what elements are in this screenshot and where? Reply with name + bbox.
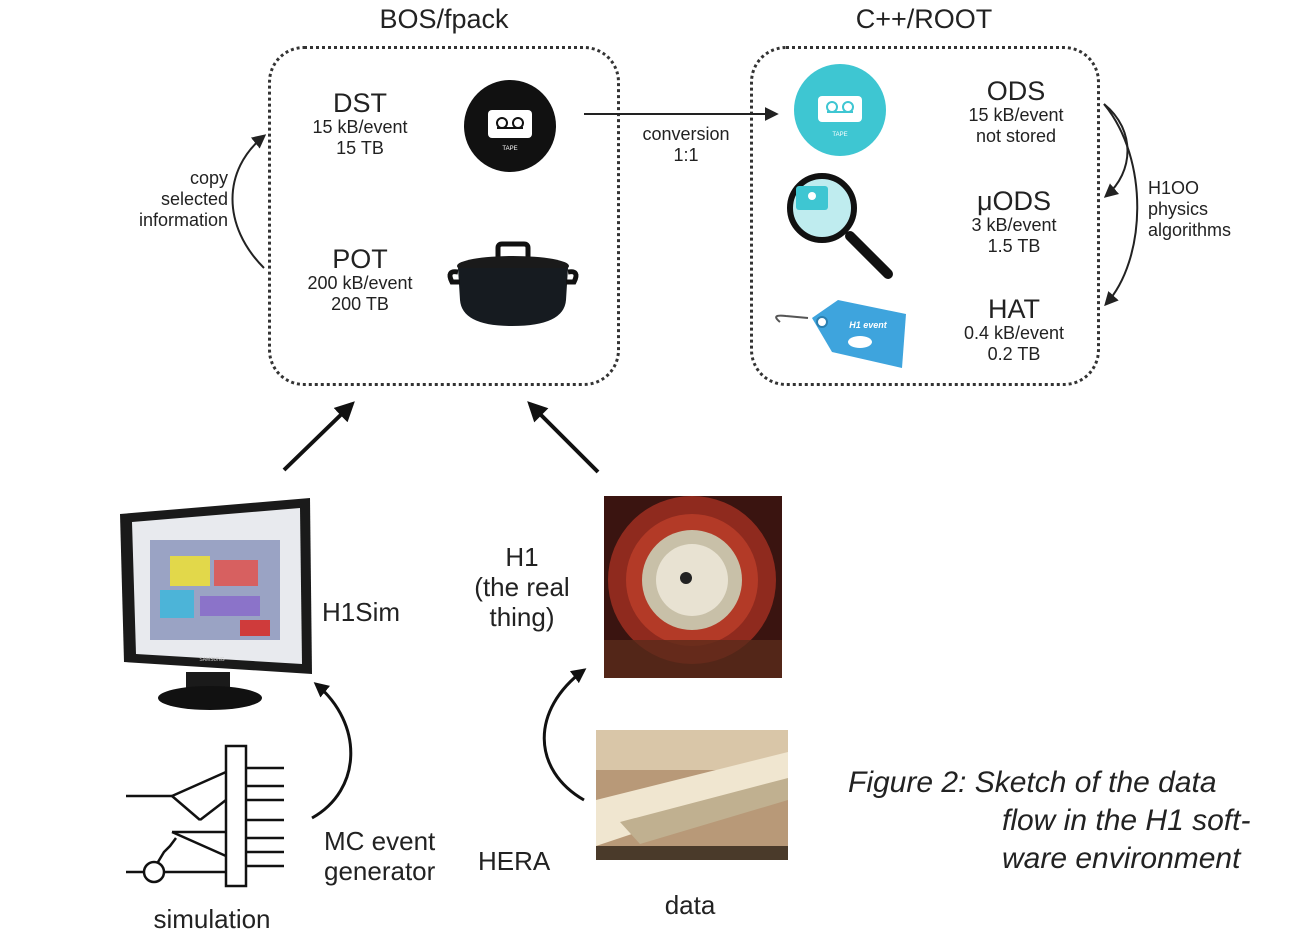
hera-tunnel-photo (596, 730, 788, 860)
dst-tape-icon: TAPE (464, 80, 556, 172)
h1-line-1: H1 (505, 542, 539, 572)
bos-fpack-box (268, 46, 620, 386)
copy-info-label: copy selected information (124, 168, 228, 231)
conversion-line-2: 1:1 (673, 145, 699, 165)
caption-line-1: Figure 2: Sketch of the data (848, 766, 1217, 799)
copy-line-2: selected (160, 189, 228, 209)
data-label: data (664, 890, 716, 920)
mc-to-h1sim-arrow (311, 682, 353, 820)
hat-tag-icon: H1 event (775, 300, 906, 368)
monitor-icon: SAMSUNG (120, 498, 312, 710)
hat-title: HAT (987, 294, 1040, 324)
h1oo-line-3: algorithms (1148, 220, 1232, 240)
magnifier-icon (787, 173, 893, 279)
hat-rate: 0.4 kB/event (963, 323, 1065, 343)
bos-fpack-heading: BOS/fpack (379, 4, 509, 34)
ods-block: ODS 15 kB/event not stored (968, 78, 1063, 147)
h1-line-3: thing) (489, 602, 555, 632)
caption-line-3: ware environment (1002, 842, 1241, 875)
hera-label: HERA (478, 846, 551, 876)
ods-rate: 15 kB/event (968, 105, 1064, 125)
cpp-root-box (750, 46, 1100, 386)
h1oo-arrow-hat (1103, 103, 1139, 307)
h1oo-line-2: physics (1148, 199, 1209, 219)
h1-detector-photo (604, 496, 782, 678)
h1oo-arrow-mods (1103, 103, 1129, 198)
h1oo-label: H1OO physics algorithms (1148, 178, 1231, 241)
copy-info-arrow (231, 134, 267, 269)
svg-text:SAMSUNG: SAMSUNG (199, 657, 224, 663)
data-to-bos-arrow (527, 401, 600, 474)
mc-line-2: generator (324, 856, 436, 886)
sim-to-bos-arrow (282, 401, 355, 472)
cpp-root-heading: C++/ROOT (855, 4, 993, 34)
event-generator-icon (126, 744, 284, 888)
mc-line-1: MC event (324, 826, 436, 856)
dst-rate: 15 kB/event (312, 117, 408, 137)
dst-size: 15 TB (336, 138, 384, 158)
ods-tape-icon: TAPE (794, 64, 886, 156)
hera-to-h1-arrow (542, 668, 587, 802)
conversion-label: conversion 1:1 (642, 124, 729, 166)
mods-block: μODS 3 kB/event 1.5 TB (971, 188, 1056, 257)
dst-block: DST 15 kB/event 15 TB (312, 90, 407, 159)
pot-size: 200 TB (331, 294, 389, 314)
hat-size: 0.2 TB (987, 344, 1041, 364)
pot-rate: 200 kB/event (307, 273, 413, 293)
svg-text:H1 event: H1 event (849, 320, 888, 330)
pot-block: POT 200 kB/event 200 TB (307, 246, 412, 315)
dst-title: DST (333, 88, 387, 118)
pot-title: POT (332, 244, 388, 274)
h1oo-line-1: H1OO (1148, 178, 1200, 198)
pot-cookware-icon (447, 241, 579, 326)
svg-text:TAPE: TAPE (502, 146, 517, 152)
figure-caption: Figure 2: Sketch of the data flow in the… (848, 764, 1250, 878)
mods-title: μODS (976, 186, 1052, 216)
svg-text:TAPE: TAPE (832, 132, 847, 138)
mods-size: 1.5 TB (987, 236, 1041, 256)
copy-line-3: information (138, 210, 228, 230)
hat-block: HAT 0.4 kB/event 0.2 TB (964, 296, 1064, 365)
ods-storage: not stored (975, 126, 1057, 146)
conversion-line-1: conversion (642, 124, 730, 144)
h1sim-label: H1Sim (322, 597, 401, 627)
copy-line-1: copy (189, 168, 228, 188)
caption-line-2: flow in the H1 soft- (1002, 804, 1251, 837)
mods-rate: 3 kB/event (971, 215, 1057, 235)
h1-real-label: H1 (the real thing) (474, 542, 569, 632)
ods-title: ODS (986, 76, 1046, 106)
mc-generator-label: MC event generator (324, 826, 435, 886)
h1-line-2: (the real (474, 572, 570, 602)
